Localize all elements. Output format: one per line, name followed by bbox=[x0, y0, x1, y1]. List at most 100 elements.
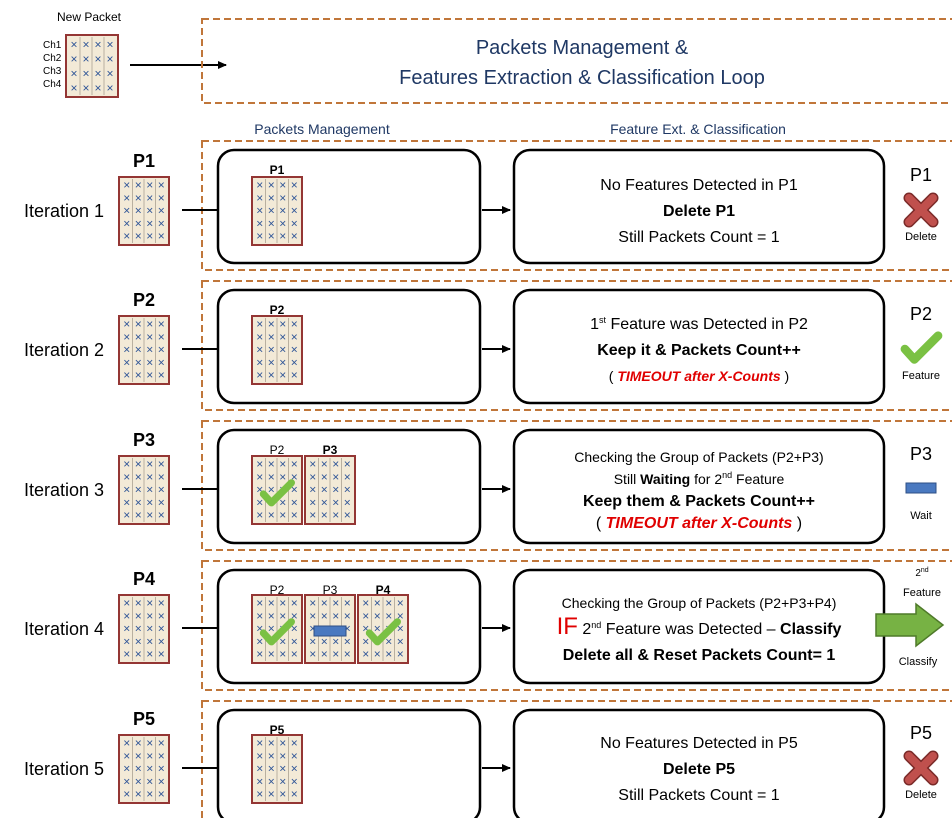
iteration-frame bbox=[201, 280, 952, 411]
packet-mark: × bbox=[135, 470, 142, 484]
packet-mark: × bbox=[146, 204, 153, 218]
packet-mark: × bbox=[385, 609, 392, 623]
packet-mark: × bbox=[146, 191, 153, 205]
packet-mark: × bbox=[146, 622, 153, 636]
packet-mark: × bbox=[279, 355, 286, 369]
packet-mark: × bbox=[256, 368, 263, 382]
iteration-row: Iteration 5P5××××××××××××××××××××P5×××××… bbox=[24, 700, 952, 818]
packet-mark: × bbox=[94, 66, 101, 80]
packet-mark: × bbox=[158, 634, 165, 648]
packet-mark: × bbox=[268, 368, 275, 382]
packet-mark: × bbox=[256, 762, 263, 776]
packet-mark: × bbox=[268, 178, 275, 192]
packet-mark: × bbox=[135, 330, 142, 344]
packet-mark: × bbox=[146, 216, 153, 230]
packet-mark: × bbox=[344, 622, 351, 636]
packet-mark: × bbox=[291, 216, 298, 230]
header-title-line2: Features Extraction & Classification Loo… bbox=[399, 67, 765, 89]
check-icon bbox=[259, 618, 295, 646]
result-caption: Delete bbox=[905, 789, 937, 801]
packet-mark: × bbox=[123, 762, 130, 776]
packet-mark: × bbox=[268, 609, 275, 623]
packet-mark: × bbox=[291, 204, 298, 218]
packet-mark: × bbox=[123, 343, 130, 357]
packet-mark: × bbox=[309, 508, 316, 522]
result-caption: Wait bbox=[910, 510, 932, 522]
packet-mark: × bbox=[135, 762, 142, 776]
packet-mark: × bbox=[158, 470, 165, 484]
channel-label: Ch2 bbox=[43, 53, 62, 64]
buffered-packet-icon: ×××××××××××××××××××× bbox=[251, 315, 303, 385]
buffered-packet-label: P2 bbox=[270, 303, 285, 317]
packet-mark: × bbox=[291, 634, 298, 648]
new-packet-grid: ×××××××××××××××× bbox=[65, 34, 119, 98]
iteration-row: Iteration 1P1××××××××××××××××××××P1×××××… bbox=[24, 140, 952, 271]
check-icon bbox=[365, 618, 401, 646]
packet-mark: × bbox=[344, 596, 351, 610]
packet-mark: × bbox=[321, 483, 328, 497]
packet-mark: × bbox=[309, 647, 316, 661]
packet-mark: × bbox=[123, 191, 130, 205]
packet-mark: × bbox=[106, 52, 113, 66]
packet-mark: × bbox=[256, 774, 263, 788]
packet-mark: × bbox=[135, 508, 142, 522]
packet-mark: × bbox=[268, 749, 275, 763]
packet-mark: × bbox=[135, 634, 142, 648]
delete-icon bbox=[903, 192, 939, 228]
packet-mark: × bbox=[123, 622, 130, 636]
incoming-packet-icon: ×××××××××××××××××××× bbox=[118, 594, 170, 664]
packet-mark: × bbox=[332, 483, 339, 497]
packet-mark: × bbox=[146, 483, 153, 497]
result-caption: Delete bbox=[905, 231, 937, 243]
wait-icon bbox=[905, 482, 937, 494]
packet-mark: × bbox=[158, 229, 165, 243]
packet-mark: × bbox=[146, 229, 153, 243]
iteration-frame bbox=[201, 140, 952, 271]
packet-mark: × bbox=[332, 495, 339, 509]
classification-text-line: Delete P1 bbox=[663, 203, 735, 220]
packet-mark: × bbox=[94, 52, 101, 66]
packet-mark: × bbox=[321, 495, 328, 509]
packet-mark: × bbox=[123, 483, 130, 497]
packet-mark: × bbox=[146, 609, 153, 623]
classification-text-line: Still Packets Count = 1 bbox=[618, 787, 780, 804]
incoming-packet-icon: ×××××××××××××××××××× bbox=[118, 176, 170, 246]
iteration-frame bbox=[201, 420, 952, 551]
packet-mark: × bbox=[256, 483, 263, 497]
packet-mark: × bbox=[123, 178, 130, 192]
packet-mark: × bbox=[135, 355, 142, 369]
packet-mark: × bbox=[106, 37, 113, 51]
packet-mark: × bbox=[106, 81, 113, 95]
packet-mark: × bbox=[146, 762, 153, 776]
packet-mark: × bbox=[146, 457, 153, 471]
packet-mark: × bbox=[279, 204, 286, 218]
packet-mark: × bbox=[279, 330, 286, 344]
classification-text-line: Checking the Group of Packets (P2+P3+P4) bbox=[562, 595, 837, 611]
packet-mark: × bbox=[332, 634, 339, 648]
packet-mark: × bbox=[279, 596, 286, 610]
packet-mark: × bbox=[344, 495, 351, 509]
packet-mark: × bbox=[158, 355, 165, 369]
packet-mark: × bbox=[135, 317, 142, 331]
packet-mark: × bbox=[321, 457, 328, 471]
check-icon bbox=[259, 479, 295, 507]
packet-mark: × bbox=[385, 596, 392, 610]
result-feature-label: Feature bbox=[903, 587, 941, 599]
iteration-frame bbox=[201, 560, 952, 691]
packet-mark: × bbox=[158, 191, 165, 205]
packet-mark: × bbox=[70, 52, 77, 66]
channel-label: Ch3 bbox=[43, 66, 62, 77]
packet-mark: × bbox=[135, 229, 142, 243]
iteration-row: Iteration 3P3××××××××××××××××××××P2×××××… bbox=[24, 420, 952, 551]
classification-text-line: Delete all & Reset Packets Count= 1 bbox=[563, 647, 836, 664]
classification-text-line: Keep them & Packets Count++ bbox=[583, 493, 815, 510]
packet-mark: × bbox=[291, 762, 298, 776]
packet-mark: × bbox=[158, 596, 165, 610]
packet-mark: × bbox=[146, 787, 153, 801]
packet-mark: × bbox=[123, 229, 130, 243]
packet-mark: × bbox=[279, 191, 286, 205]
packet-mark: × bbox=[158, 317, 165, 331]
packet-mark: × bbox=[397, 622, 404, 636]
result-packet-label: P5 bbox=[910, 723, 932, 743]
